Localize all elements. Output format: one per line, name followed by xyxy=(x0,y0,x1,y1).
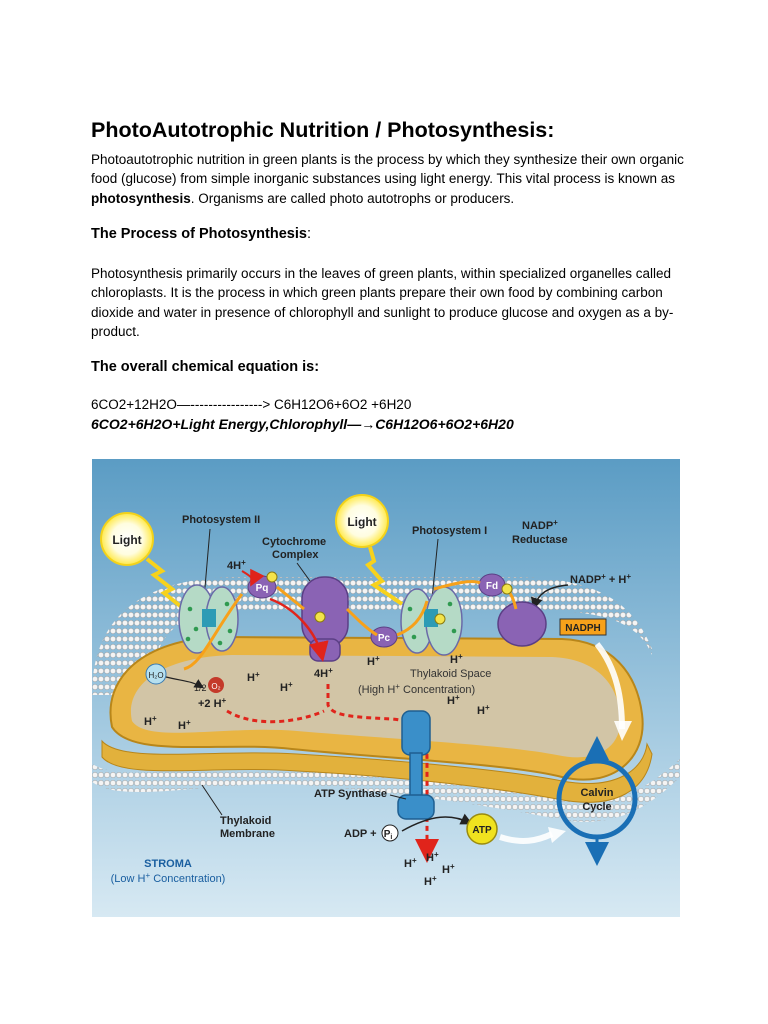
svg-text:ATP: ATP xyxy=(472,825,492,836)
svg-text:Pi: Pi xyxy=(384,829,393,841)
water-molecule xyxy=(145,663,167,685)
svg-text:Pq: Pq xyxy=(256,583,269,594)
membrane-bottom-gold xyxy=(101,739,653,803)
light-burst-right: Light xyxy=(335,494,404,606)
arrow-nadph-to-calvin xyxy=(594,642,625,730)
svg-text:Cycle: Cycle xyxy=(582,801,611,813)
label-nadp-reductase: NADP+ xyxy=(522,518,558,532)
photosystem-i-protein xyxy=(400,586,463,656)
svg-text:H+: H+ xyxy=(450,652,463,666)
light-burst-left: Light xyxy=(100,512,186,611)
atp-molecule xyxy=(466,813,498,845)
label-photosystem-ii: Photosystem II xyxy=(182,514,260,526)
nadph-box xyxy=(559,618,607,636)
svg-text:H+: H+ xyxy=(144,714,157,728)
label-plus-2h: +2 H+ xyxy=(198,696,227,710)
process-paragraph: Photosynthesis primarily occurs in the l… xyxy=(91,266,674,340)
svg-text:H+: H+ xyxy=(247,670,260,684)
fd-carrier: Fd xyxy=(478,573,506,597)
equation-line-1: 6CO2+12H2O—----------------> C6H12O6+6O2… xyxy=(91,397,412,412)
calvin-cycle: Calvin Cycle xyxy=(556,736,638,866)
photosynthesis-term: photosynthesis xyxy=(91,190,191,206)
svg-text:Reductase: Reductase xyxy=(512,534,568,546)
electron-flow-path xyxy=(183,580,518,671)
label-thylakoid-space: Thylakoid Space xyxy=(410,668,491,680)
svg-text:H+: H+ xyxy=(447,693,460,707)
equation-line-2: 6CO2+6H2O+Light Energy,Chlorophyll—→C6H1… xyxy=(91,416,514,432)
svg-text:H+: H+ xyxy=(280,680,293,694)
protons-stroma: H+ H+ H+ H+ xyxy=(404,850,455,888)
label-nadp-plus-h: NADP+ + H+ xyxy=(570,572,631,586)
svg-text:H+: H+ xyxy=(426,850,439,864)
atp-synthase-protein xyxy=(397,710,435,820)
pc-carrier: Pc xyxy=(370,626,398,648)
svg-text:H+: H+ xyxy=(477,703,490,717)
svg-text:H+: H+ xyxy=(404,856,417,870)
label-photosystem-i: Photosystem I xyxy=(412,525,487,537)
svg-text:(Low H+ Concentration): (Low H+ Concentration) xyxy=(111,871,226,885)
svg-text:H₂O: H₂O xyxy=(148,671,163,680)
svg-text:NADPH: NADPH xyxy=(565,623,601,634)
svg-text:Membrane: Membrane xyxy=(220,828,275,840)
protons-lumen: H+ H+ H+ H+ H+ H+ H+ H+ xyxy=(144,652,490,732)
photosynthesis-diagram: Light Light Photosystem II Cytochrome Co… xyxy=(92,459,680,917)
label-adp-pi: ADP + xyxy=(344,828,377,840)
svg-text:H+: H+ xyxy=(442,862,455,876)
intro-paragraph: Photoautotrophic nutrition in green plan… xyxy=(91,152,684,206)
oxygen-molecule xyxy=(208,677,224,693)
membrane-bottom-band xyxy=(92,759,680,822)
photosystem-ii-protein xyxy=(178,584,239,654)
nadp-reductase-protein xyxy=(497,601,547,647)
svg-text:O₂: O₂ xyxy=(211,682,220,691)
label-4h-top: 4H+ xyxy=(227,558,246,572)
thylakoid-space-inner xyxy=(130,655,621,758)
svg-text:Calvin: Calvin xyxy=(580,787,613,799)
svg-text:1/2: 1/2 xyxy=(194,683,207,693)
label-atp-synthase: ATP Synthase xyxy=(314,788,387,800)
svg-text:H+: H+ xyxy=(424,874,437,888)
svg-text:Light: Light xyxy=(347,515,376,529)
label-cytochrome: Cytochrome xyxy=(262,536,326,548)
svg-text:H+: H+ xyxy=(178,718,191,732)
page-title: PhotoAutotrophic Nutrition / Photosynthe… xyxy=(91,118,555,142)
svg-text:Light: Light xyxy=(112,533,141,547)
process-heading: The Process of Photosynthesis: xyxy=(91,226,311,242)
svg-text:Pc: Pc xyxy=(378,633,391,644)
arrow-atp-to-calvin xyxy=(499,831,554,844)
svg-text:Complex: Complex xyxy=(272,549,319,561)
equation-heading: The overall chemical equation is: xyxy=(91,359,320,375)
label-stroma: STROMA xyxy=(144,858,192,870)
svg-text:Fd: Fd xyxy=(486,581,498,592)
svg-text:H+: H+ xyxy=(367,654,380,668)
svg-text:(High H+ Concentration): (High H+ Concentration) xyxy=(358,682,475,696)
proton-gradient-path xyxy=(226,684,427,857)
label-4h-lumen: 4H+ xyxy=(314,666,333,680)
label-thylakoid-membrane: Thylakoid xyxy=(220,815,271,827)
